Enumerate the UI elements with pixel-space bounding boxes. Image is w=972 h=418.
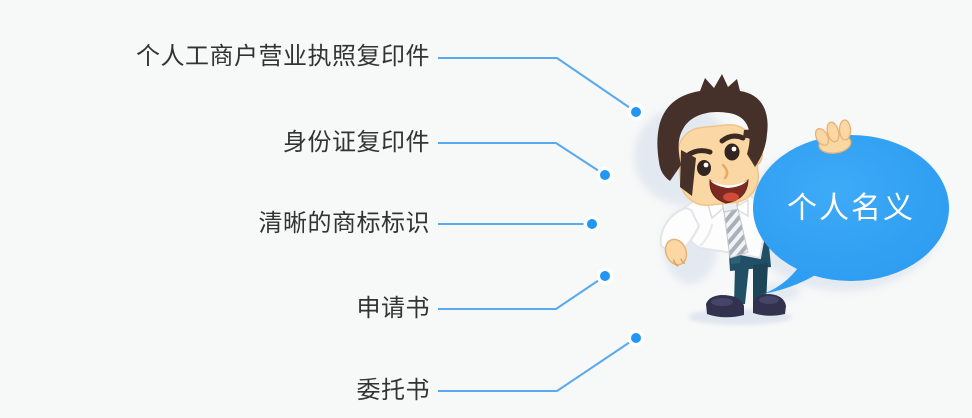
connector-lines xyxy=(438,57,637,392)
shoes xyxy=(706,294,786,318)
hand-on-bubble xyxy=(814,119,852,154)
connector-dot-icon xyxy=(583,215,601,233)
connector-line-1 xyxy=(438,57,637,113)
speech-bubble-label: 个人名义 xyxy=(787,192,915,225)
mouth xyxy=(709,179,749,204)
connector-line-4 xyxy=(438,275,606,310)
connector-dot-icon xyxy=(627,103,645,121)
connector-dots xyxy=(583,103,645,347)
requirement-label-id-card: 身份证复印件 xyxy=(283,129,430,156)
requirement-label-application: 申请书 xyxy=(356,295,430,322)
head xyxy=(657,74,768,207)
right-eyebrow xyxy=(719,133,746,144)
left-hand xyxy=(664,238,688,267)
eyes xyxy=(697,143,740,176)
businessman-illustration xyxy=(657,74,949,318)
requirement-label-trademark-logo: 清晰的商标标识 xyxy=(258,210,430,237)
connector-dot-icon xyxy=(627,329,645,347)
connector-dot-icon xyxy=(596,267,614,285)
connector-line-5 xyxy=(438,337,637,392)
requirement-label-authorization: 委托书 xyxy=(356,377,430,404)
requirement-label-business-license: 个人工商户营业执照复印件 xyxy=(136,43,430,70)
speech-bubble xyxy=(753,135,949,294)
hair xyxy=(657,74,768,196)
nose xyxy=(721,163,729,180)
connector-line-2 xyxy=(438,142,606,176)
connector-dot-icon xyxy=(596,166,614,184)
